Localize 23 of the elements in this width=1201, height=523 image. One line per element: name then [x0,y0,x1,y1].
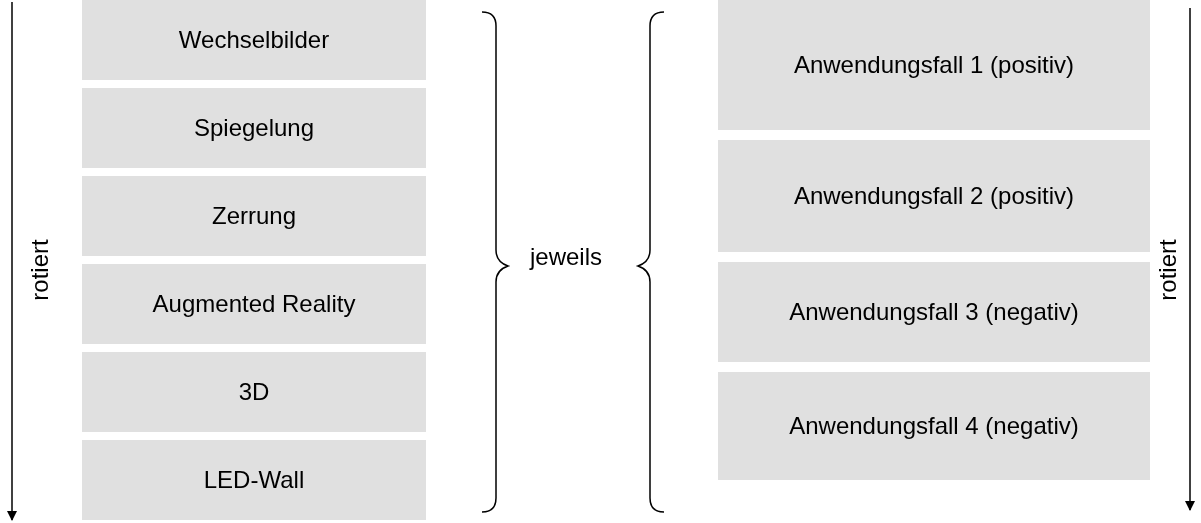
box-label: Anwendungsfall 4 (negativ) [789,412,1079,440]
process-box [718,140,1150,252]
box-label: LED-Wall [203,466,305,494]
process-box [718,0,1150,130]
box-label: 3D [238,378,270,406]
process-box [718,372,1150,480]
process-box [82,88,426,168]
process-box [82,440,426,520]
arrow-label: rotiert [1154,239,1182,301]
box-label: Wechselbilder [178,26,330,54]
process-box [718,262,1150,362]
box-label: Spiegelung [193,114,315,142]
process-box [82,0,426,80]
process-box [82,264,426,344]
box-label: Augmented Reality [152,290,356,318]
box-label: Anwendungsfall 2 (positiv) [793,182,1075,210]
bracket-label: jeweils [530,243,603,271]
arrow-label: rotiert [26,239,54,301]
process-box [82,176,426,256]
box-label: Zerrung [211,202,296,230]
box-label: Anwendungsfall 1 (positiv) [793,51,1075,79]
box-label: Anwendungsfall 3 (negativ) [789,298,1079,326]
process-box [82,352,426,432]
